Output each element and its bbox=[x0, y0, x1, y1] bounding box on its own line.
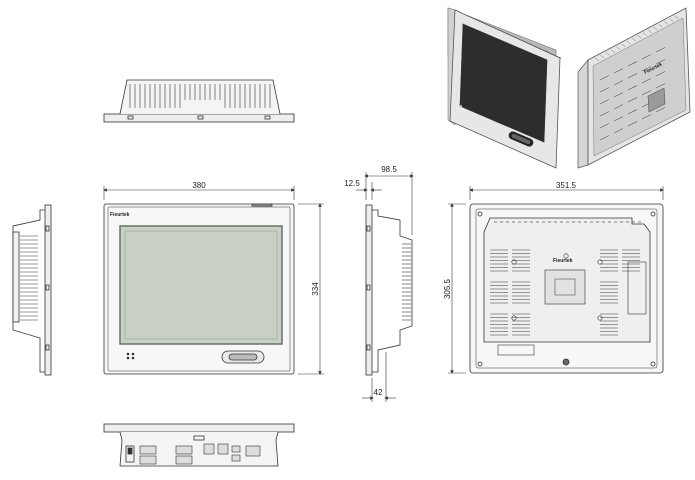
vent-slot bbox=[655, 71, 666, 77]
front-screen bbox=[119, 225, 283, 345]
dim-back-height: 305.5 bbox=[443, 278, 452, 299]
vent-slot bbox=[599, 99, 610, 105]
vent-slot bbox=[627, 97, 638, 103]
right-side-fins bbox=[402, 243, 411, 321]
io-port bbox=[175, 445, 193, 455]
vent-slot bbox=[627, 109, 638, 115]
right-side-view bbox=[365, 204, 413, 376]
fin bbox=[610, 49, 616, 53]
photo-front-isometric bbox=[447, 7, 562, 169]
vent-slot bbox=[641, 66, 652, 72]
vent-slot bbox=[641, 114, 652, 120]
fin bbox=[658, 24, 663, 28]
vent-slot bbox=[613, 128, 624, 134]
io-port bbox=[175, 455, 193, 465]
fin bbox=[653, 26, 658, 31]
io-port bbox=[203, 443, 215, 455]
front-dimension-lines bbox=[103, 186, 324, 375]
dim-bezel-depth: 12.5 bbox=[344, 179, 360, 188]
fin bbox=[647, 29, 653, 34]
vent-slot bbox=[641, 90, 652, 96]
vent-slot bbox=[613, 68, 624, 74]
top-view bbox=[103, 79, 295, 123]
top-view-cooling-fins bbox=[129, 84, 271, 108]
front-brand-logo: Fieurtek bbox=[110, 212, 130, 218]
fin bbox=[594, 57, 600, 62]
vent-slot bbox=[655, 83, 666, 89]
io-port bbox=[231, 445, 241, 453]
fin bbox=[626, 40, 632, 45]
fin bbox=[621, 43, 626, 48]
vent-slot bbox=[627, 85, 638, 91]
back-brand-logo: Fieurtek bbox=[553, 258, 573, 264]
vent-slot bbox=[641, 78, 652, 84]
fin bbox=[674, 15, 679, 20]
vent-slot bbox=[613, 92, 624, 98]
vent-slot bbox=[627, 73, 638, 79]
io-port bbox=[231, 454, 241, 462]
vent-slot bbox=[641, 54, 652, 60]
vent-slot bbox=[613, 116, 624, 122]
vent-slot bbox=[599, 135, 610, 141]
fin bbox=[605, 52, 610, 56]
bottom-io-ports bbox=[139, 443, 261, 465]
fin bbox=[642, 32, 647, 36]
dim-front-width: 380 bbox=[192, 181, 206, 190]
vent-slot bbox=[655, 107, 666, 113]
mount-hole bbox=[563, 253, 569, 259]
mount-hole bbox=[597, 259, 603, 265]
vent-slot bbox=[599, 123, 610, 129]
vent-slot bbox=[599, 111, 610, 117]
io-port bbox=[139, 455, 157, 465]
front-view: Fieurtek bbox=[103, 203, 295, 375]
dim-total-depth: 98.5 bbox=[381, 165, 397, 174]
back-dimension-lines bbox=[448, 186, 664, 374]
fin bbox=[663, 21, 669, 25]
bottom-view bbox=[103, 423, 295, 467]
dim-body-depth: 42 bbox=[374, 388, 383, 397]
vent-slot bbox=[655, 59, 666, 65]
isometric-back-top-fins bbox=[594, 15, 679, 62]
fin bbox=[600, 54, 605, 59]
back-view-fins bbox=[490, 221, 641, 336]
power-switch bbox=[125, 445, 135, 463]
vent-slot bbox=[627, 121, 638, 127]
fin bbox=[632, 38, 637, 42]
fin bbox=[637, 35, 642, 39]
fin bbox=[616, 46, 621, 50]
dim-back-width: 351.5 bbox=[556, 181, 577, 190]
mount-hole bbox=[511, 259, 517, 265]
isometric-logo-button bbox=[508, 131, 534, 147]
vent-slot bbox=[599, 87, 610, 93]
vent-slot bbox=[613, 104, 624, 110]
vent-slot bbox=[655, 47, 666, 53]
vent-slot bbox=[613, 80, 624, 86]
left-side-view bbox=[12, 204, 52, 376]
vent-slot bbox=[627, 61, 638, 67]
photo-back-isometric: Fieurtek bbox=[577, 7, 691, 169]
back-view: Fieurtek bbox=[469, 203, 664, 374]
side-dimension-lines bbox=[356, 172, 414, 402]
dim-front-height: 334 bbox=[311, 282, 320, 296]
io-port bbox=[245, 445, 261, 457]
back-vesa-plate bbox=[544, 269, 586, 305]
mount-hole bbox=[597, 315, 603, 321]
io-port bbox=[217, 443, 229, 455]
fin bbox=[669, 18, 674, 22]
front-logo-button bbox=[221, 350, 265, 364]
mount-hole bbox=[511, 315, 517, 321]
vent-slot bbox=[599, 75, 610, 81]
left-side-fins bbox=[20, 235, 38, 321]
io-port bbox=[139, 445, 157, 455]
